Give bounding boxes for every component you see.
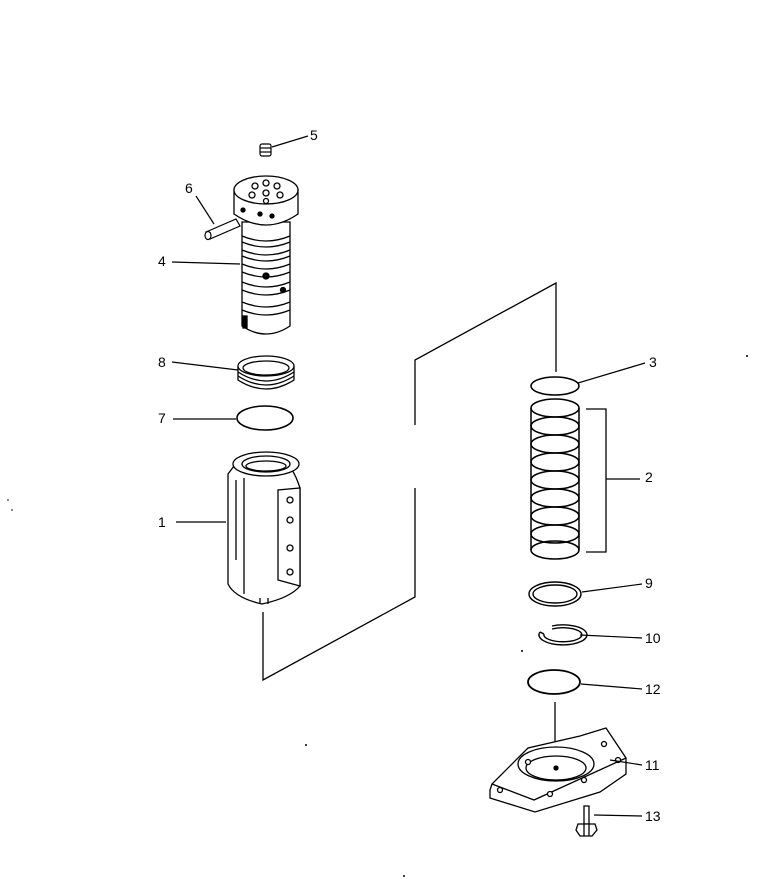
callout-2: 2 xyxy=(645,469,653,485)
cover-plate-part-11 xyxy=(490,728,626,812)
spring-stack-part-2-3 xyxy=(531,377,579,559)
callout-labels: 1 2 3 4 5 6 7 8 9 10 11 12 13 xyxy=(158,127,661,824)
leader-11 xyxy=(609,759,643,766)
callout-1: 1 xyxy=(158,514,166,530)
leader-3 xyxy=(577,362,646,384)
leader-4 xyxy=(171,261,241,265)
callout-4: 4 xyxy=(158,253,166,269)
callout-5: 5 xyxy=(310,127,318,143)
plug-part-5 xyxy=(260,144,271,156)
callout-10: 10 xyxy=(645,630,661,646)
spring-group-bracket xyxy=(586,408,607,553)
callout-12: 12 xyxy=(645,681,661,697)
callout-7: 7 xyxy=(158,410,166,426)
leader-8 xyxy=(171,361,239,371)
callout-9: 9 xyxy=(645,575,653,591)
leader-10 xyxy=(579,634,643,639)
leader-9 xyxy=(581,583,643,593)
assembly-connector-line xyxy=(262,488,416,682)
collar-part-8 xyxy=(238,356,294,389)
leader-13 xyxy=(593,814,643,817)
ring-part-9 xyxy=(529,582,581,606)
housing-part-1 xyxy=(228,452,300,604)
leader-5 xyxy=(271,135,309,148)
assembly-connector-line-upper xyxy=(414,281,557,425)
scan-specks xyxy=(7,355,748,877)
bolt-part-13 xyxy=(576,806,597,836)
spool-part-4 xyxy=(234,176,298,334)
leader-12 xyxy=(580,683,643,690)
leader-6 xyxy=(195,195,215,225)
leader-lines xyxy=(171,135,646,817)
callout-6: 6 xyxy=(185,180,193,196)
pin-part-6 xyxy=(205,219,240,240)
oring-part-12 xyxy=(527,669,581,695)
callout-3: 3 xyxy=(649,354,657,370)
snap-ring-part-10 xyxy=(539,625,587,645)
oring-part-7 xyxy=(236,405,294,431)
callout-8: 8 xyxy=(158,354,166,370)
callout-11: 11 xyxy=(645,757,660,773)
callout-13: 13 xyxy=(645,808,661,824)
